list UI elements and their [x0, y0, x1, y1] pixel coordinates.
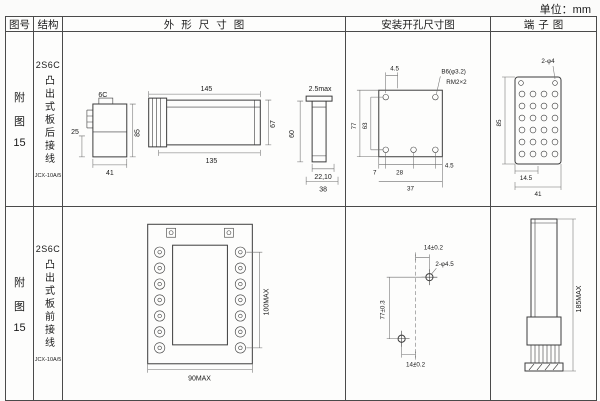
dim-77-tol: 77±0.3: [380, 300, 387, 320]
dim-38: 38: [319, 187, 327, 194]
relay-side-view: [524, 218, 564, 372]
fig-no-row1: 附 图 15: [6, 32, 34, 207]
outline-cell-row1: 6C 25 85 41 145 135 67: [63, 32, 346, 207]
fig-no-row2: 附 图 15: [6, 207, 34, 400]
dim-14-bottom: 14±0.2: [406, 362, 426, 369]
structure-code: JCX-10A/5: [34, 172, 62, 179]
terminal-drawing-row2: 185MAX: [524, 218, 583, 372]
structure-desc: 凸出式板后接线: [42, 74, 54, 166]
terminal-drawing-row1: 2-φ4 85 14.5 41: [496, 58, 562, 198]
terminal-cell-row2: 185MAX: [491, 207, 596, 400]
dimension-table: 图号 结构 外形尺寸图 安装开孔尺寸图 端子图 附 图 15 2S6C 凸出式板…: [5, 16, 597, 401]
mounting-drawing-row1: 4.5 B6(φ3.2) RM2×2 77 63 7 28 4.5 37: [351, 65, 467, 192]
dim-37: 37: [407, 186, 414, 193]
fig-number: 15: [13, 137, 26, 149]
header-fig-no: 图号: [6, 17, 34, 32]
dim-135: 135: [206, 158, 218, 165]
dim-63: 63: [362, 122, 369, 129]
structure-row1: 2S6C 凸出式板后接线 JCX-10A/5: [34, 32, 63, 207]
mounting-cell-row1: 4.5 B6(φ3.2) RM2×2 77 63 7 28 4.5 37: [346, 32, 491, 207]
header-structure: 结构: [34, 17, 63, 32]
dim-4-5-right: 4.5: [445, 163, 454, 170]
dim-85: 85: [135, 129, 142, 137]
dim-22-10: 22,10: [314, 174, 332, 181]
dim-14-5: 14.5: [520, 175, 533, 182]
terminal-cell-row1: 2-φ4 85 14.5 41: [491, 32, 596, 207]
fig-char-1: 附: [14, 92, 25, 104]
dim-185max: 185MAX: [576, 285, 583, 312]
dim-100max: 100MAX: [263, 288, 270, 315]
dim-85-terminal: 85: [496, 119, 503, 127]
dim-77: 77: [351, 122, 358, 129]
dim-2-phi4: 2-φ4: [541, 58, 555, 65]
dim-25: 25: [71, 129, 79, 136]
side-view-dims: 185MAX: [557, 218, 583, 372]
mounting-cell-row2: 14±0.2 2-φ4.5 77±0.3 14±0.2: [346, 207, 491, 400]
header-outline: 外形尺寸图: [63, 17, 346, 32]
dim-90max: 90MAX: [188, 376, 211, 383]
dim-145: 145: [201, 86, 213, 93]
fig-char-2: 图: [14, 116, 25, 128]
mounting-dims: 14±0.2 2-φ4.5 77±0.3 14±0.2: [380, 244, 454, 368]
mounting-drawing-row2: 14±0.2 2-φ4.5 77±0.3 14±0.2: [380, 244, 454, 368]
mounting-dims: 4.5 B6(φ3.2) RM2×2 77 63 7 28 4.5 37: [351, 65, 467, 192]
structure-desc: 凸出式板前接线: [42, 259, 54, 350]
dim-28: 28: [396, 170, 403, 177]
outline-cell-row2: 100MAX 90MAX: [63, 207, 346, 400]
dim-14-top: 14±0.2: [424, 244, 444, 251]
front-view: [147, 223, 253, 365]
dim-41-terminal: 41: [534, 191, 542, 198]
structure-code: JCX-10A/5: [34, 357, 62, 363]
terminal-columns: [154, 246, 246, 354]
dim-b6-hole: B6(φ3.2): [441, 68, 466, 75]
dim-6c: 6C: [98, 92, 107, 99]
side-view: [86, 97, 128, 158]
dim-60: 60: [289, 130, 296, 138]
front-view-dims: 100MAX 90MAX: [147, 251, 270, 383]
structure-model: 2S6C: [35, 59, 61, 70]
header-terminal: 端子图: [491, 17, 596, 32]
dim-rm2x2: RM2×2: [446, 79, 467, 86]
fig-char-2: 图: [14, 300, 25, 313]
front-view-dims: 145 135 67: [148, 86, 277, 165]
terminal-block: [514, 76, 562, 165]
fig-number: 15: [13, 321, 26, 334]
terminal-dims: 2-φ4 85 14.5 41: [496, 58, 562, 198]
terminal-grid: [518, 90, 559, 158]
dim-2-phi4-5: 2-φ4.5: [435, 261, 454, 268]
dim-2-5max: 2.5max: [309, 86, 332, 93]
structure-model: 2S6C: [35, 244, 61, 254]
front-view: [148, 97, 261, 148]
fig-char-1: 附: [14, 276, 25, 289]
outline-drawing-row1: 6C 25 85 41 145 135 67: [71, 86, 339, 194]
dim-67: 67: [270, 120, 277, 128]
mounting-holes: [393, 252, 438, 365]
profile-view-dims: 2.5max 60 22,10 38: [289, 86, 339, 194]
profile-view: [305, 95, 333, 163]
dim-7: 7: [373, 170, 377, 177]
panel-cutout: [378, 89, 443, 158]
structure-row2: 2S6C 凸出式板前接线 JCX-10A/5: [34, 207, 63, 400]
side-view-dims: 6C 25 85 41: [71, 92, 142, 177]
dim-41: 41: [106, 170, 114, 177]
header-mounting: 安装开孔尺寸图: [346, 17, 491, 32]
outline-drawing-row2: 100MAX 90MAX: [147, 223, 270, 383]
unit-label: 单位：mm: [539, 4, 591, 16]
dim-4-5-top: 4.5: [390, 65, 399, 72]
